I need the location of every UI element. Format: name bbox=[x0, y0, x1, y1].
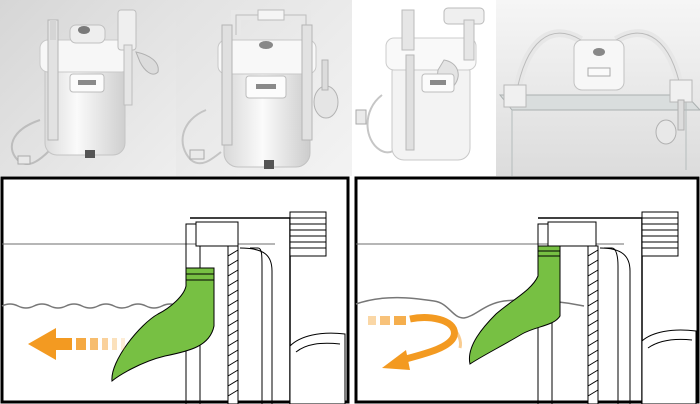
nozzle-shape bbox=[111, 267, 215, 382]
outflow-diagram-right bbox=[354, 176, 700, 404]
flow-arrow-left bbox=[28, 328, 125, 360]
product-photo-front bbox=[0, 0, 176, 176]
product-photo-side bbox=[352, 0, 496, 176]
flow-arrow-curved bbox=[368, 314, 462, 370]
product-photo-with-handle bbox=[176, 0, 352, 176]
product-photo-mounted-on-tank bbox=[496, 0, 700, 176]
outflow-diagram-left bbox=[0, 176, 350, 404]
